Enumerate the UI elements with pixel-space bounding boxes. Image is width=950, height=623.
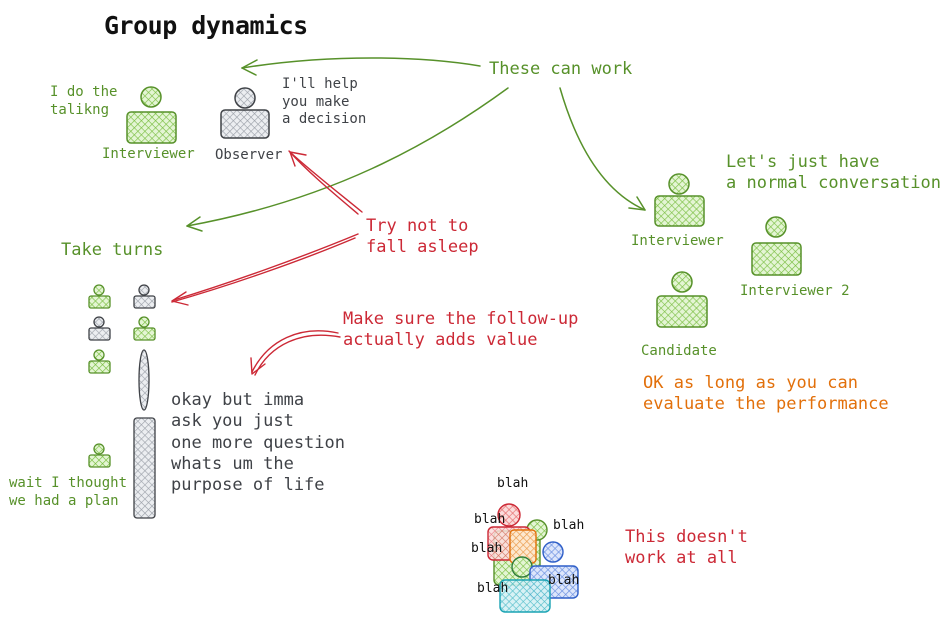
- panel-interviewer2-figure: [751, 216, 802, 276]
- blah-word: blah: [477, 581, 509, 596]
- try-not-to-fall-asleep-note: Try not to fall asleep: [366, 216, 479, 258]
- these-can-work-label: These can work: [489, 59, 633, 79]
- arrow-to-take-turns-column: [171, 233, 359, 306]
- observer-quote: I'll help you make a decision: [282, 76, 367, 127]
- arrow-to-top-pair: [241, 57, 481, 76]
- blah-word: blah: [548, 573, 580, 588]
- blah-word: blah: [497, 476, 529, 491]
- wait-plan-note: wait I thought we had a plan: [9, 475, 128, 509]
- arrow-to-long-question: [250, 330, 341, 376]
- turns-green-person-1: [88, 284, 111, 309]
- follow-up-note: Make sure the follow-up actually adds va…: [343, 309, 579, 351]
- observer-label: Observer: [215, 147, 283, 163]
- arrow-to-observer: [288, 150, 363, 215]
- panel-interviewer-label: Interviewer: [631, 233, 724, 249]
- diagram-title: Group dynamics: [104, 11, 308, 40]
- turns-green-person-3: [88, 349, 111, 374]
- i-do-the-talking-note: I do the talikng: [50, 84, 118, 118]
- interviewer-figure-top: [126, 86, 177, 144]
- turns-waiting-green-person: [88, 443, 111, 468]
- turns-green-person-2: [133, 316, 156, 341]
- long-question-text: okay but imma ask you just one more ques…: [171, 390, 345, 495]
- blah-word: blah: [471, 541, 503, 556]
- normal-conversation-note: Let's just have a normal conversation: [726, 152, 941, 194]
- turns-gray-person-2: [88, 316, 111, 341]
- turns-stretched-gray-person: [133, 349, 156, 519]
- doesnt-work-note: This doesn't work at all: [625, 527, 748, 569]
- observer-figure: [220, 87, 270, 139]
- arrow-to-take-turns: [186, 87, 509, 232]
- interviewer-label-top: Interviewer: [102, 146, 195, 162]
- panel-candidate-label: Candidate: [641, 343, 717, 359]
- blah-word: blah: [474, 512, 506, 527]
- evaluate-performance-note: OK as long as you can evaluate the perfo…: [643, 373, 889, 415]
- turns-gray-person-1: [133, 284, 156, 309]
- panel-interviewer-figure: [654, 173, 705, 227]
- chaos-cluster: [487, 503, 579, 613]
- take-turns-heading: Take turns: [61, 240, 164, 260]
- blah-word: blah: [553, 518, 585, 533]
- panel-interviewer2-label: Interviewer 2: [740, 283, 850, 299]
- panel-candidate-figure: [656, 271, 708, 328]
- arrow-to-panel: [559, 87, 646, 211]
